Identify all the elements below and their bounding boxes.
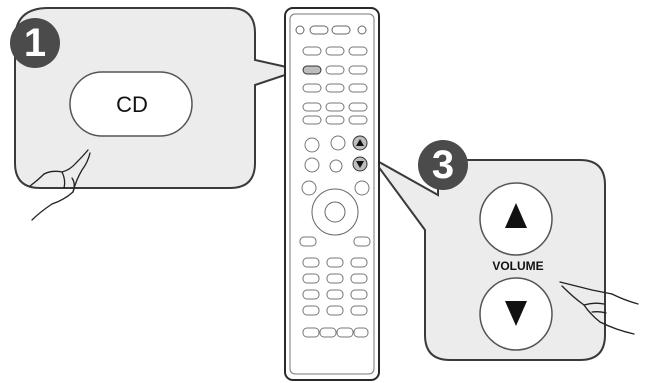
hand-pointing-icon-2: [559, 281, 639, 335]
hand-pointing-icon: [29, 149, 91, 221]
cd-button-label: CD: [116, 92, 148, 117]
volume-up-arrow-icon: [505, 203, 527, 228]
step-3-badge: 3: [418, 140, 468, 190]
cd-button-shape[interactable]: [69, 71, 193, 137]
step-1-badge: 1: [10, 18, 60, 68]
volume-down-arrow-icon: [505, 301, 527, 326]
remote-cd-key: [302, 65, 322, 75]
remote-control-icon: [284, 7, 380, 381]
volume-label: VOLUME: [492, 259, 544, 273]
